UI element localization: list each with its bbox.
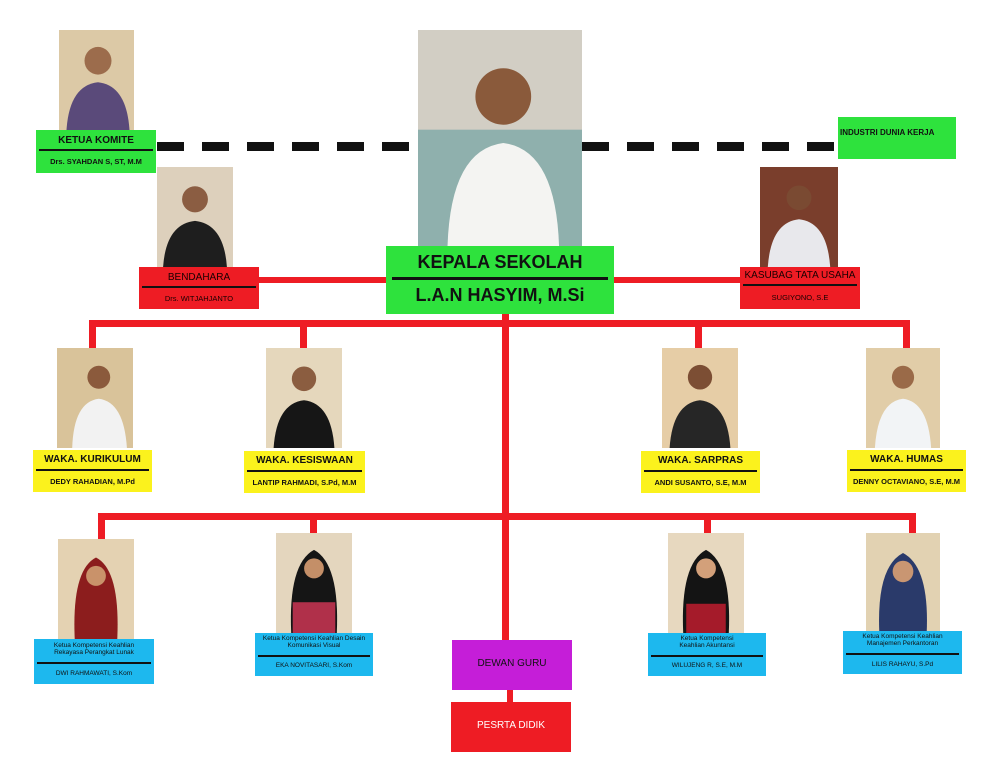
program-name: WILUJENG R, S.E, M.M	[671, 661, 743, 669]
committee-box: KETUA KOMITE Drs. SYAHDAN S, ST, M.M	[36, 130, 156, 173]
teachers-box: DEWAN GURU	[452, 640, 572, 690]
students-title: PESRTA DIDIK	[477, 720, 545, 731]
program-title: Ketua Kompetensi Keahlian Desain Komunik…	[262, 635, 366, 650]
photo-program-4	[866, 533, 940, 633]
connector-program-drop-3	[704, 513, 711, 533]
vice-divider	[644, 470, 757, 472]
treasurer-name: Drs. WITJAHJANTO	[164, 294, 234, 303]
connector-trunk	[502, 313, 509, 640]
program-divider	[258, 655, 370, 657]
head-name: L.A.N HASYIM, M.Si	[415, 285, 585, 305]
connector-program-drop-4	[909, 513, 916, 533]
vice-divider	[247, 470, 362, 472]
industry-title: INDUSTRI DUNIA KERJA	[840, 128, 935, 137]
connector-program-drop-1	[98, 513, 105, 539]
committee-name: Drs. SYAHDAN S, ST, M.M	[50, 157, 142, 166]
connector-head-left	[258, 277, 388, 283]
program-title: Ketua Kompetensi Keahlian Akuntansi	[679, 635, 735, 650]
head-title: KEPALA SEKOLAH	[417, 252, 583, 272]
photo-vice-3	[662, 348, 738, 448]
photo-vice-4	[866, 348, 940, 448]
program-name: EKA NOVITASARI, S.Kom	[275, 661, 353, 669]
committee-title: KETUA KOMITE	[58, 135, 134, 146]
connector-vice-drop-1	[89, 320, 96, 348]
students-box: PESRTA DIDIK	[451, 702, 571, 752]
industry-box: INDUSTRI DUNIA KERJA	[838, 117, 956, 159]
vice-name: DENNY OCTAVIANO, S.E, M.M	[852, 477, 961, 486]
admin-divider	[743, 284, 857, 286]
admin-box: KASUBAG TATA USAHA SUGIYONO, S.E	[740, 267, 860, 309]
photo-head	[418, 30, 582, 246]
program-divider	[651, 655, 763, 657]
teachers-title: DEWAN GURU	[477, 658, 547, 669]
connector-vice-drop-4	[903, 320, 910, 348]
dashed-connector-right	[582, 142, 838, 151]
program-box-2: Ketua Kompetensi Keahlian Desain Komunik…	[255, 633, 373, 676]
photo-committee	[59, 30, 134, 130]
photo-vice-1	[57, 348, 133, 448]
connector-teachers-students	[507, 690, 513, 702]
vice-title: WAKA. HUMAS	[870, 454, 943, 465]
vice-divider	[36, 469, 149, 471]
treasurer-divider	[142, 286, 256, 288]
program-name: LILIS RAHAYU, S.Pd	[871, 660, 934, 668]
photo-program-3	[668, 533, 744, 633]
program-divider	[37, 662, 151, 664]
program-box-4: Ketua Kompetensi Keahlian Manajemen Perk…	[843, 631, 962, 674]
vice-name: DEDY RAHADIAN, M.Pd	[50, 477, 135, 486]
photo-program-2	[276, 533, 352, 633]
admin-name: SUGIYONO, S.E	[771, 293, 829, 302]
vice-box-2: WAKA. KESISWAAN LANTIP RAHMADI, S.Pd, M.…	[244, 451, 365, 493]
vice-box-1: WAKA. KURIKULUM DEDY RAHADIAN, M.Pd	[33, 450, 152, 492]
treasurer-box: BENDAHARA Drs. WITJAHJANTO	[139, 267, 259, 309]
treasurer-title: BENDAHARA	[167, 272, 231, 283]
admin-title: KASUBAG TATA USAHA	[744, 270, 856, 281]
photo-admin	[760, 167, 838, 267]
head-box: KEPALA SEKOLAH L.A.N HASYIM, M.Si	[386, 246, 614, 314]
program-box-1: Ketua Kompetensi Keahlian Rekayasa Peran…	[34, 639, 154, 684]
photo-vice-2	[266, 348, 342, 448]
connector-vice-drop-2	[300, 320, 307, 348]
program-title: Ketua Kompetensi Keahlian Rekayasa Peran…	[53, 642, 135, 657]
vice-name: LANTIP RAHMADI, S.Pd, M.M	[252, 478, 357, 487]
program-title: Ketua Kompetensi Keahlian Manajemen Perk…	[862, 633, 943, 648]
photo-treasurer	[157, 167, 233, 267]
photo-program-1	[58, 539, 134, 639]
connector-vice-drop-3	[695, 320, 702, 348]
program-box-3: Ketua Kompetensi Keahlian Akuntansi WILU…	[648, 633, 766, 676]
committee-divider	[39, 149, 153, 151]
dashed-connector-left	[157, 142, 415, 151]
vice-box-3: WAKA. SARPRAS ANDI SUSANTO, S.E, M.M	[641, 451, 760, 493]
vice-divider	[850, 469, 963, 471]
vice-title: WAKA. KURIKULUM	[44, 454, 141, 465]
head-divider	[392, 277, 608, 280]
program-name: DWI RAHMAWATI, S.Kom	[55, 669, 133, 677]
vice-title: WAKA. KESISWAAN	[256, 455, 353, 466]
connector-vice-bar	[89, 320, 910, 327]
vice-box-4: WAKA. HUMAS DENNY OCTAVIANO, S.E, M.M	[847, 450, 966, 492]
vice-title: WAKA. SARPRAS	[657, 455, 743, 466]
connector-program-bar	[98, 513, 916, 520]
connector-program-drop-2	[310, 513, 317, 533]
connector-head-right	[612, 277, 742, 283]
vice-name: ANDI SUSANTO, S.E, M.M	[654, 478, 747, 487]
program-divider	[846, 653, 959, 655]
